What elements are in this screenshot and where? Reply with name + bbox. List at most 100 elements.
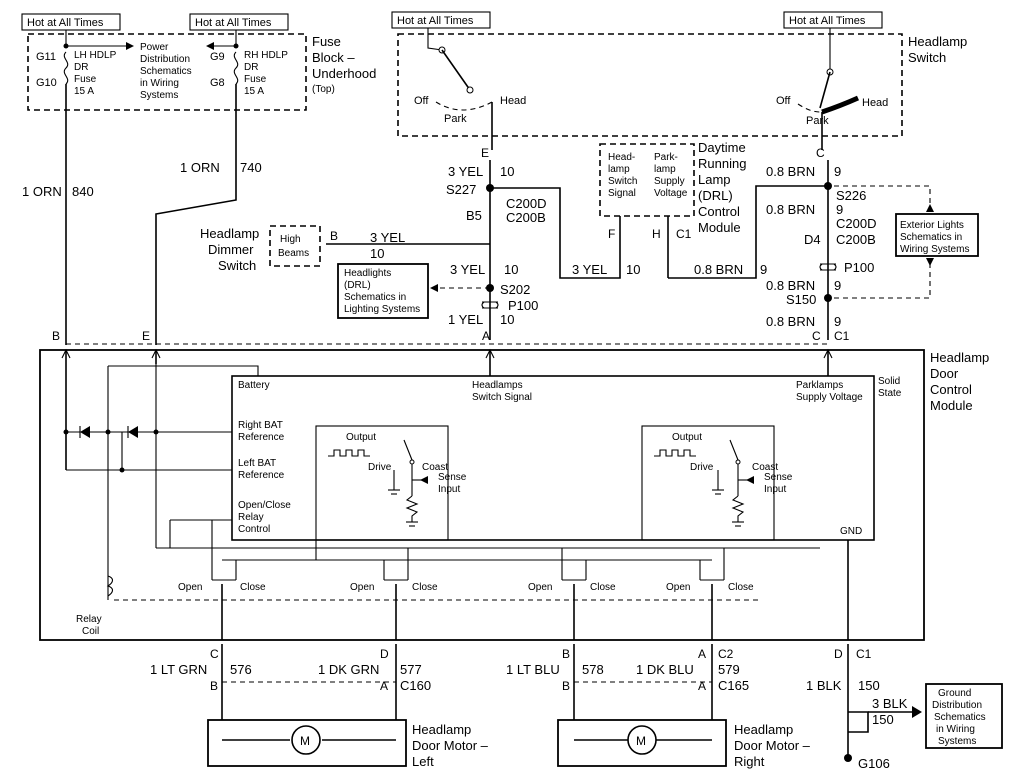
svg-text:State: State bbox=[878, 388, 902, 399]
svg-text:A: A bbox=[380, 679, 388, 693]
svg-text:576: 576 bbox=[230, 662, 252, 677]
svg-text:Head: Head bbox=[500, 95, 526, 107]
svg-text:Switch Signal: Switch Signal bbox=[472, 392, 532, 403]
svg-text:G106: G106 bbox=[858, 756, 890, 771]
svg-text:Head: Head bbox=[862, 97, 888, 109]
svg-text:Headlights: Headlights bbox=[344, 268, 391, 279]
svg-text:Coil: Coil bbox=[82, 626, 99, 637]
svg-text:0.8 BRN: 0.8 BRN bbox=[766, 164, 815, 179]
svg-text:C165: C165 bbox=[718, 678, 749, 693]
svg-text:A: A bbox=[698, 679, 706, 693]
svg-text:G9: G9 bbox=[210, 51, 225, 63]
svg-text:150: 150 bbox=[858, 678, 880, 693]
svg-text:C1: C1 bbox=[834, 329, 850, 343]
svg-text:Switch: Switch bbox=[908, 50, 946, 65]
svg-text:9: 9 bbox=[760, 262, 767, 277]
svg-text:lamp: lamp bbox=[608, 164, 630, 175]
svg-text:D4: D4 bbox=[804, 232, 821, 247]
svg-text:Hot at All Times: Hot at All Times bbox=[27, 17, 104, 29]
fuse-block: Fuse Block – Underhood (Top) G11 G10 LH … bbox=[27, 30, 376, 111]
rh-fuse-icon bbox=[233, 51, 239, 85]
diode-left-icon bbox=[80, 426, 90, 438]
svg-text:Open: Open bbox=[528, 582, 552, 593]
drl-module: Head- lamp Switch Signal Park- lamp Supp… bbox=[599, 140, 746, 278]
svg-text:Solid: Solid bbox=[878, 376, 900, 387]
svg-text:GND: GND bbox=[840, 526, 862, 537]
svg-text:G11: G11 bbox=[36, 51, 56, 63]
svg-text:9: 9 bbox=[836, 202, 843, 217]
svg-text:C: C bbox=[816, 146, 825, 160]
svg-text:Close: Close bbox=[590, 582, 616, 593]
svg-text:9: 9 bbox=[834, 278, 841, 293]
svg-text:Headlamps: Headlamps bbox=[472, 380, 523, 391]
svg-text:B: B bbox=[210, 679, 218, 693]
svg-text:Off: Off bbox=[776, 95, 791, 107]
svg-text:Switch: Switch bbox=[608, 176, 637, 187]
svg-text:3 YEL: 3 YEL bbox=[370, 230, 405, 245]
hot-label-4: Hot at All Times bbox=[783, 11, 883, 29]
svg-text:Close: Close bbox=[240, 582, 266, 593]
svg-text:Right: Right bbox=[734, 754, 765, 769]
svg-text:E: E bbox=[142, 329, 150, 343]
svg-text:C2: C2 bbox=[718, 647, 734, 661]
svg-text:Running: Running bbox=[698, 156, 746, 171]
motor-left-icon bbox=[291, 725, 321, 755]
svg-text:Headlamp: Headlamp bbox=[200, 226, 259, 241]
svg-text:Relay: Relay bbox=[76, 614, 102, 625]
svg-text:Drive: Drive bbox=[690, 462, 714, 473]
svg-text:Headlamp: Headlamp bbox=[412, 722, 471, 737]
resistor-left-icon bbox=[405, 495, 419, 522]
svg-text:S202: S202 bbox=[500, 282, 530, 297]
hot-label-1: Hot at All Times bbox=[21, 13, 121, 31]
diode-right-icon bbox=[128, 426, 138, 438]
svg-text:Off: Off bbox=[414, 95, 429, 107]
svg-text:3 BLK: 3 BLK bbox=[872, 696, 908, 711]
svg-text:Door Motor –: Door Motor – bbox=[734, 738, 811, 753]
svg-text:Control: Control bbox=[698, 204, 740, 219]
svg-text:G8: G8 bbox=[210, 77, 225, 89]
svg-text:M: M bbox=[300, 734, 310, 748]
svg-text:Open: Open bbox=[178, 582, 202, 593]
svg-text:lamp: lamp bbox=[654, 164, 676, 175]
svg-text:Headlamp: Headlamp bbox=[734, 722, 793, 737]
svg-text:High: High bbox=[280, 234, 301, 245]
svg-text:Wiring Systems: Wiring Systems bbox=[900, 244, 969, 255]
svg-text:Head-: Head- bbox=[608, 152, 635, 163]
svg-text:Lighting Systems: Lighting Systems bbox=[344, 304, 420, 315]
svg-text:D: D bbox=[380, 647, 389, 661]
svg-text:Fuse: Fuse bbox=[244, 74, 267, 85]
p100-right-connector-icon bbox=[819, 263, 837, 271]
svg-text:C200D: C200D bbox=[506, 196, 546, 211]
switch-wiper-left bbox=[441, 49, 471, 91]
svg-text:3 YEL: 3 YEL bbox=[450, 262, 485, 277]
svg-text:0.8 BRN: 0.8 BRN bbox=[766, 202, 815, 217]
svg-text:Close: Close bbox=[412, 582, 438, 593]
svg-text:Supply: Supply bbox=[654, 176, 685, 187]
svg-text:1 BLK: 1 BLK bbox=[806, 678, 842, 693]
svg-text:P100: P100 bbox=[508, 298, 538, 313]
p100-left-connector-icon bbox=[481, 301, 499, 309]
svg-text:Power: Power bbox=[140, 42, 169, 53]
headlights-ref-box: Headlights (DRL) Schematics in Lighting … bbox=[337, 263, 429, 319]
svg-text:C1: C1 bbox=[676, 227, 692, 241]
svg-text:Park-: Park- bbox=[654, 152, 678, 163]
svg-text:10: 10 bbox=[500, 164, 514, 179]
svg-text:Underhood: Underhood bbox=[312, 66, 376, 81]
svg-text:A: A bbox=[698, 647, 706, 661]
svg-text:15 A: 15 A bbox=[244, 86, 264, 97]
svg-text:Supply Voltage: Supply Voltage bbox=[796, 392, 863, 403]
svg-text:Control: Control bbox=[930, 382, 972, 397]
svg-text:Distribution: Distribution bbox=[932, 700, 982, 711]
svg-text:Exterior Lights: Exterior Lights bbox=[900, 220, 964, 231]
svg-text:H: H bbox=[652, 227, 661, 241]
svg-text:840: 840 bbox=[72, 184, 94, 199]
svg-text:B: B bbox=[562, 679, 570, 693]
svg-text:S226: S226 bbox=[836, 188, 866, 203]
svg-text:10: 10 bbox=[370, 246, 384, 261]
svg-text:Schematics: Schematics bbox=[140, 66, 192, 77]
svg-text:Output: Output bbox=[346, 432, 376, 443]
svg-text:Voltage: Voltage bbox=[654, 188, 688, 199]
resistor-right-icon bbox=[731, 495, 745, 522]
svg-text:9: 9 bbox=[834, 314, 841, 329]
svg-text:B: B bbox=[562, 647, 570, 661]
